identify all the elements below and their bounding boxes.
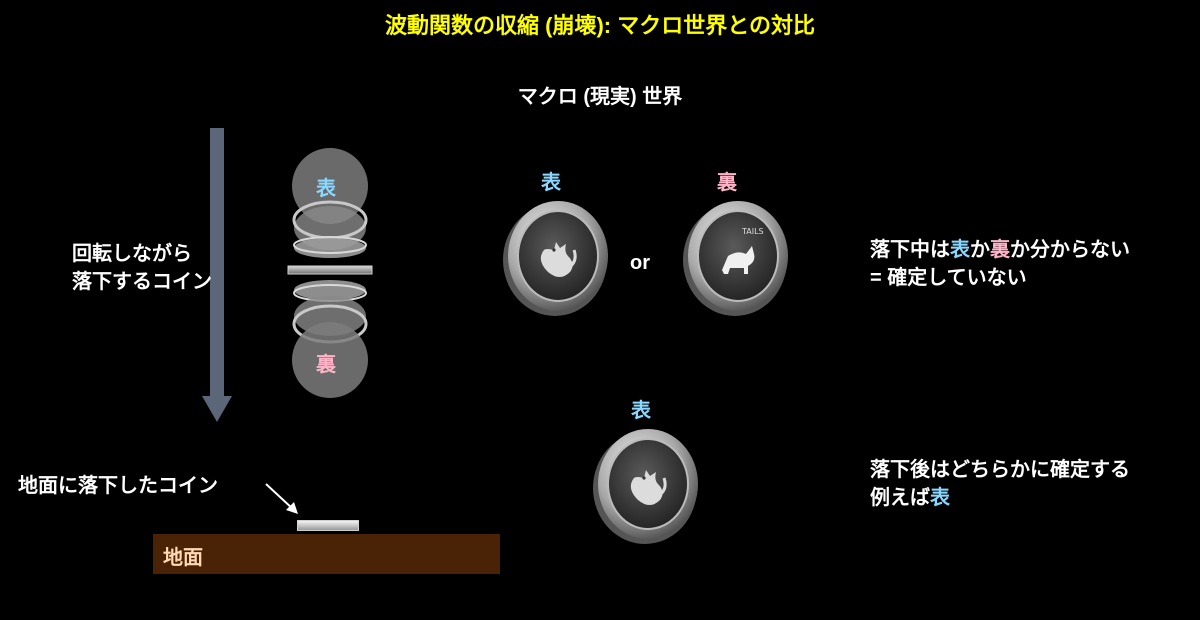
or-text: or: [630, 252, 650, 274]
heads-label: 表: [541, 172, 561, 194]
spinning-coin-illustration: [287, 148, 373, 398]
result-heads-label: 表: [631, 400, 651, 422]
tails-engraving: TAILS: [741, 227, 764, 236]
landed-coin-label: 地面に落下したコイン: [18, 475, 218, 497]
tails-label: 裏: [717, 172, 737, 194]
heads-coin-icon: [503, 201, 608, 316]
explanation-landed: 落下後はどちらかに確定する 例えば表: [870, 459, 1130, 509]
result-heads-coin-icon: [593, 429, 698, 544]
explanation-falling: 落下中は表か裏か分からない = 確定していない: [870, 239, 1130, 289]
falling-arrow-icon: [202, 128, 232, 422]
pointer-arrow-icon: [265, 483, 298, 514]
spinning-heads-label: 表: [316, 178, 336, 200]
spinning-tails-label: 裏: [316, 354, 336, 376]
ground-label: 地面: [163, 547, 203, 569]
section-subtitle: マクロ (現実) 世界: [517, 86, 683, 108]
landed-coin: [297, 520, 359, 531]
ground: 地面: [153, 534, 500, 574]
page-title: 波動関数の収縮 (崩壊): マクロ世界との対比: [385, 13, 815, 38]
tails-coin-icon: TAILS: [683, 201, 788, 316]
falling-coin-label: 回転しながら 落下するコイン: [72, 243, 212, 293]
